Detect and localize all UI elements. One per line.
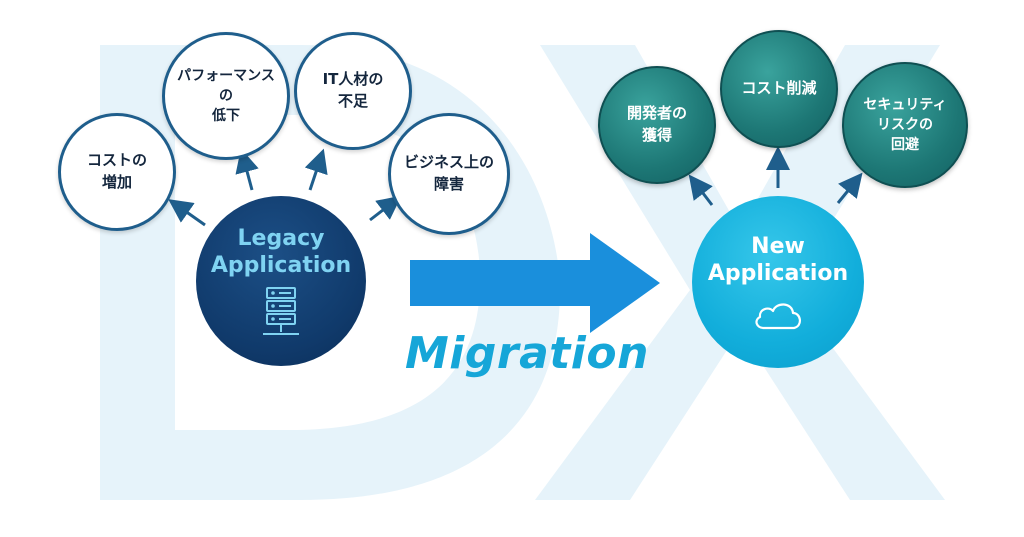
problem-label: パフォーマンス の 低下 xyxy=(177,67,275,125)
problem-label: ビジネス上の 障害 xyxy=(403,153,494,193)
benefit-label: 開発者の 獲得 xyxy=(626,104,687,144)
new-application-hub: New Application xyxy=(692,196,864,368)
benefit-node-developer: 開発者の 獲得 xyxy=(598,66,716,184)
legacy-application-hub: Legacy Application xyxy=(196,196,366,366)
benefit-node-security: セキュリティ リスクの 回避 xyxy=(842,62,968,188)
problem-node-cost-increase: コストの 増加 xyxy=(58,113,176,231)
cloud-icon xyxy=(755,302,801,329)
problem-label: IT人材の 不足 xyxy=(322,70,384,110)
legacy-title: Legacy Application xyxy=(210,225,352,279)
benefit-node-cost-reduction: コスト削減 xyxy=(720,30,838,148)
problem-label: コストの 増加 xyxy=(86,151,147,191)
benefit-label: コスト削減 xyxy=(741,79,817,98)
new-title: New Application xyxy=(707,233,849,287)
problem-node-performance: パフォーマンス の 低下 xyxy=(162,32,290,160)
problem-node-it-talent: IT人材の 不足 xyxy=(294,32,412,150)
benefit-label: セキュリティ リスクの 回避 xyxy=(863,96,947,154)
problem-node-business-obstacle: ビジネス上の 障害 xyxy=(388,113,510,235)
migration-label: Migration xyxy=(405,328,649,379)
server-icon xyxy=(263,286,299,335)
